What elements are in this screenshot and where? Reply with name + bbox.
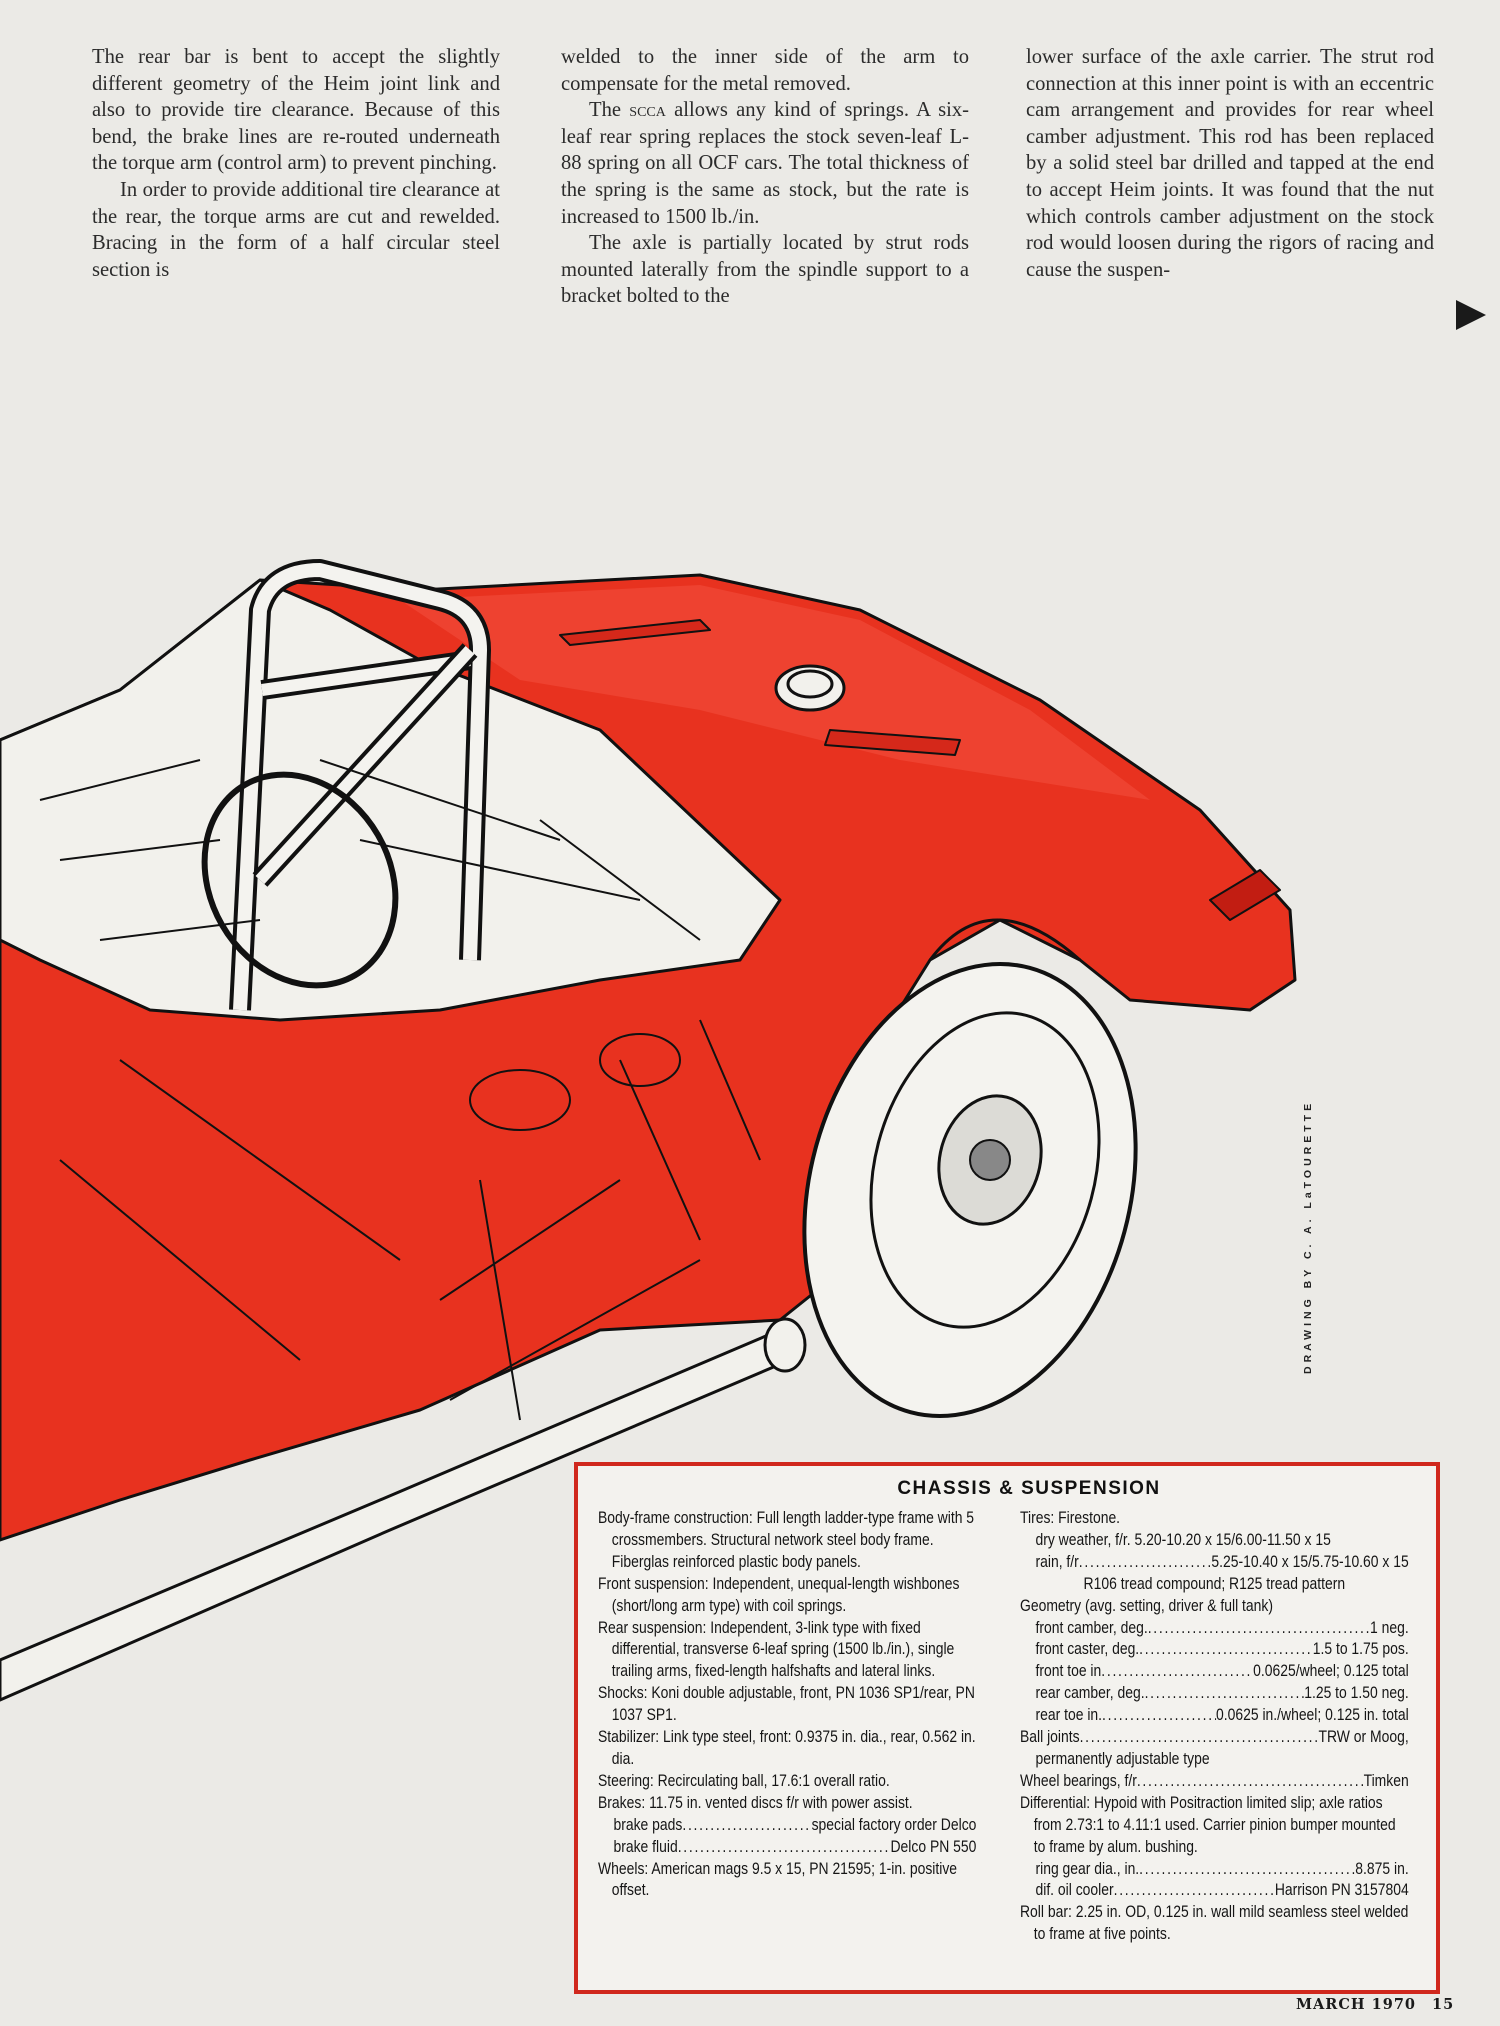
spec-box-title: CHASSIS & SUSPENSION xyxy=(897,1478,1161,1499)
article-paragraph: lower surface of the axle carrier. The s… xyxy=(1026,46,1434,281)
page-footer: MARCH 1970 15 xyxy=(1296,1996,1454,2013)
spec-body-frame: Body-frame construction: Full length lad… xyxy=(598,1509,975,1571)
article-paragraph: The rear bar is bent to accept the sligh… xyxy=(92,46,500,175)
article-paragraph: The axle is partially located by strut r… xyxy=(561,232,969,308)
spec-oil-cooler: dif. oil coolerHarrison PN 3157804 xyxy=(1020,1880,1408,1902)
spec-differential: Differential: Hypoid with Positraction l… xyxy=(1020,1793,1396,1856)
chassis-suspension-spec-box: CHASSIS & SUSPENSION Body-frame construc… xyxy=(574,1462,1440,1994)
spec-rear-toe: rear toe in.0.0625 in./wheel; 0.125 in. … xyxy=(1020,1705,1408,1727)
spec-ball-joints-type: permanently adjustable type xyxy=(1035,1749,1210,1768)
illustration-credit: DRAWING BY C. A. LaTOURETTE xyxy=(1302,1099,1314,1374)
spec-brake-fluid: brake fluidDelco PN 550 xyxy=(598,1837,976,1859)
spec-left-column: Body-frame construction: Full length lad… xyxy=(598,1508,976,1902)
spec-brakes: Brakes: 11.75 in. vented discs f/r with … xyxy=(598,1793,913,1812)
spec-geometry: Geometry (avg. setting, driver & full ta… xyxy=(1020,1596,1274,1615)
spec-front-toe: front toe in0.0625/wheel; 0.125 total xyxy=(1020,1661,1408,1683)
page-number: 15 xyxy=(1432,1996,1455,2013)
article-paragraph: The scca allows any kind of springs. A s… xyxy=(561,99,969,228)
spec-rear-suspension: Rear suspension: Independent, 3-link typ… xyxy=(598,1618,955,1681)
spec-wheels: Wheels: American mags 9.5 x 15, PN 21595… xyxy=(598,1859,958,1900)
car-cutaway-illustration xyxy=(0,559,1297,1702)
article-column-3: lower surface of the axle carrier. The s… xyxy=(1026,44,1434,283)
right-triangle-arrow-icon xyxy=(1456,300,1486,330)
spec-brake-pads: brake padsspecial factory order Delco xyxy=(598,1815,976,1837)
spec-tires: Tires: Firestone. xyxy=(1020,1509,1121,1527)
article-paragraph: welded to the inner side of the arm to c… xyxy=(561,46,969,95)
issue-date: MARCH 1970 xyxy=(1296,1996,1416,2013)
spec-shocks: Shocks: Koni double adjustable, front, P… xyxy=(598,1684,975,1725)
article-paragraph: In order to provide additional tire clea… xyxy=(92,178,500,281)
spec-stabilizer: Stabilizer: Link type steel, front: 0.93… xyxy=(598,1728,976,1768)
spec-ball-joints: Ball jointsTRW or Moog, xyxy=(1020,1727,1409,1749)
article-column-1: The rear bar is bent to accept the sligh… xyxy=(92,44,500,283)
article-column-2: welded to the inner side of the arm to c… xyxy=(561,44,969,310)
spec-rear-camber: rear camber, deg.1.25 to 1.50 neg. xyxy=(1020,1683,1408,1705)
spec-right-column: Tires: Firestone. dry weather, f/r. 5.20… xyxy=(1020,1508,1409,1946)
spec-tires-rain: rain, f/r5.25-10.40 x 15/5.75-10.60 x 15 xyxy=(1020,1552,1408,1574)
spec-front-caster: front caster, deg.1.5 to 1.75 pos. xyxy=(1020,1639,1408,1661)
spec-front-suspension: Front suspension: Independent, unequal-l… xyxy=(598,1574,960,1615)
spec-steering: Steering: Recirculating ball, 17.6:1 ove… xyxy=(598,1771,890,1790)
fuel-cap xyxy=(774,664,846,712)
spec-tires-dry: dry weather, f/r. 5.20-10.20 x 15/6.00-1… xyxy=(1035,1530,1331,1549)
spec-front-camber: front camber, deg.1 neg. xyxy=(1020,1618,1408,1640)
spec-roll-bar: Roll bar: 2.25 in. OD, 0.125 in. wall mi… xyxy=(1020,1903,1409,1944)
spec-wheel-bearings: Wheel bearings, f/rTimken xyxy=(1020,1771,1409,1793)
spec-tread: R106 tread compound; R125 tread pattern xyxy=(1083,1574,1346,1593)
spec-ring-gear: ring gear dia., in.8.875 in. xyxy=(1020,1859,1408,1881)
